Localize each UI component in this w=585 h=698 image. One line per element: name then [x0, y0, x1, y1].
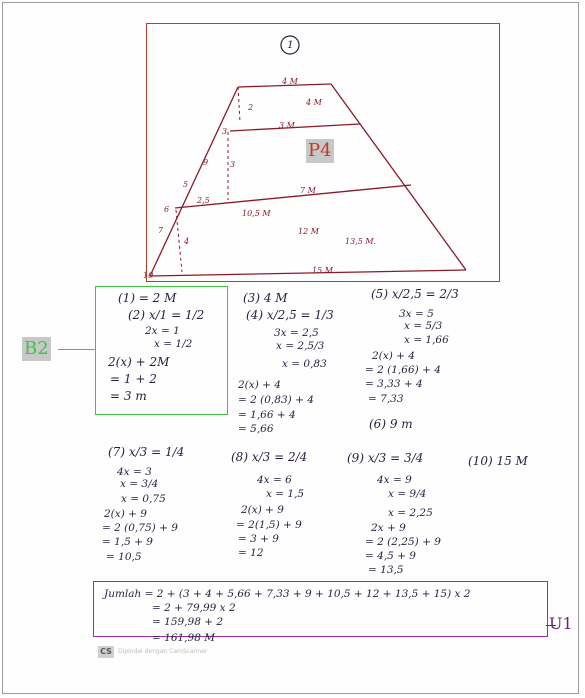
b9-line-3: x = 9/4	[388, 488, 427, 500]
label-w2: 3 M	[279, 121, 295, 130]
b3-line-4: x = 2,5/3	[276, 340, 325, 352]
camscanner-logo: CS	[98, 646, 114, 658]
label-top-width: 4 M	[282, 77, 298, 86]
b5-line-5: 2(x) + 4	[372, 350, 415, 362]
total-line-3: = 159,98 + 2	[152, 616, 224, 628]
b7-line-2: 4x = 3	[117, 466, 152, 478]
b3-line-7: = 2 (0,83) + 4	[238, 394, 314, 406]
b1-line-7: = 3 m	[110, 389, 147, 403]
b8-line-4: 2(x) + 9	[241, 504, 284, 516]
b2-tag: B2	[22, 337, 51, 361]
b7-line-7: = 1,5 + 9	[102, 536, 153, 548]
b9-line-2: 4x = 9	[377, 474, 412, 486]
b2-leader-line	[58, 349, 95, 350]
label-left-9: 9	[203, 158, 209, 167]
u1-tag: U1	[549, 614, 573, 633]
total-line-2: = 2 + 79,99 x 2	[152, 602, 236, 614]
label-side-25: 2,5	[197, 196, 210, 205]
figure-number: 1	[287, 39, 294, 51]
total-line-1: Jumlah = 2 + (3 + 4 + 5,66 + 7,33 + 9 + …	[104, 588, 471, 600]
label-h2: 3	[230, 160, 236, 169]
b5-line-8: = 7,33	[368, 393, 404, 405]
b1-line-6: = 1 + 2	[110, 372, 157, 386]
b8-line-6: = 3 + 9	[238, 533, 279, 545]
label-left-3: 3	[222, 127, 228, 136]
label-h3: 4	[184, 237, 190, 246]
b9-line-7: = 4,5 + 9	[365, 550, 416, 562]
b5-line-7: = 3,33 + 4	[365, 378, 423, 390]
b5-line-4: x = 1,66	[404, 334, 449, 346]
b1-line-3: 2x = 1	[145, 325, 180, 337]
b8-line-5: = 2(1,5) + 9	[236, 519, 302, 531]
label-w5: 12 M	[298, 227, 319, 236]
b3-line-1: (3) 4 M	[243, 291, 288, 305]
paper-sheet	[2, 2, 579, 694]
b6-line: (6) 9 m	[369, 417, 413, 431]
b1-line-2: (2) x/1 = 1/2	[128, 308, 205, 322]
total-line-4: = 161,98 M	[152, 632, 215, 644]
label-left-7: 7	[158, 226, 164, 235]
b8-line-1: (8) x/3 = 2/4	[231, 450, 308, 464]
b7-line-8: = 10,5	[106, 551, 142, 563]
b10-line: (10) 15 M	[468, 454, 528, 468]
b7-line-4: x = 0,75	[121, 493, 166, 505]
b5-line-6: = 2 (1,66) + 4	[365, 364, 441, 376]
label-left-5: 5	[183, 180, 189, 189]
b3-line-5: x = 0,83	[282, 358, 327, 370]
b3-line-2: (4) x/2,5 = 1/3	[246, 308, 334, 322]
b3-line-9: = 5,66	[238, 423, 274, 435]
camscanner-text: Dipindai dengan CamScanner	[118, 648, 208, 655]
b1-line-5: 2(x) + 2M	[108, 355, 170, 369]
b9-line-1: (9) x/3 = 3/4	[347, 451, 424, 465]
b5-line-1: (5) x/2,5 = 2/3	[371, 287, 459, 301]
b5-line-2: 3x = 5	[399, 308, 434, 320]
b1-line-1: (1) = 2 M	[118, 291, 177, 305]
b7-line-6: = 2 (0,75) + 9	[102, 522, 178, 534]
label-w4: 10,5 M	[242, 209, 271, 218]
b3-line-8: = 1,66 + 4	[238, 409, 296, 421]
b8-line-2: 4x = 6	[257, 474, 292, 486]
b9-line-8: = 13,5	[368, 564, 404, 576]
b5-line-3: x = 5/3	[404, 320, 443, 332]
u1-leader-line	[546, 625, 556, 626]
b7-line-5: 2(x) + 9	[104, 508, 147, 520]
b8-line-3: x = 1,5	[266, 488, 305, 500]
b1-line-4: x = 1/2	[154, 338, 193, 350]
b3-line-3: 3x = 2,5	[274, 327, 319, 339]
label-left-6: 6	[164, 205, 170, 214]
b9-line-6: = 2 (2,25) + 9	[365, 536, 441, 548]
b2-annotation-box	[95, 286, 228, 415]
p4-annotation-box	[146, 23, 500, 282]
b9-line-5: 2x + 9	[371, 522, 406, 534]
b8-line-7: = 12	[238, 547, 264, 559]
label-bottom: 15 M	[312, 266, 333, 275]
label-left-10: 10	[143, 271, 154, 280]
p4-tag: P4	[306, 139, 334, 163]
label-h1: 2	[248, 103, 254, 112]
b3-line-6: 2(x) + 4	[238, 379, 281, 391]
b9-line-4: x = 2,25	[388, 507, 433, 519]
b7-line-3: x = 3/4	[120, 478, 159, 490]
b7-line-1: (7) x/3 = 1/4	[108, 445, 185, 459]
u1-annotation-box	[93, 581, 548, 637]
label-w6: 13,5 M.	[345, 237, 377, 246]
label-w3: 7 M	[300, 186, 316, 195]
label-top-width-b: 4 M	[306, 98, 322, 107]
